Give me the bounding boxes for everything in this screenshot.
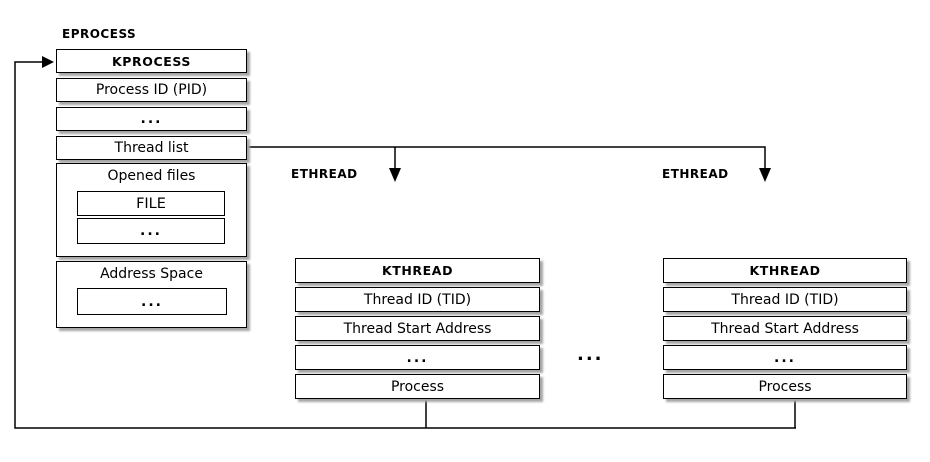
- ethread2-row-process: Process: [663, 374, 907, 399]
- eprocess-row-ellipsis: ...: [56, 107, 247, 131]
- ethread2-row-start-address: Thread Start Address: [663, 316, 907, 341]
- ethread2-row-kthread: KTHREAD: [663, 258, 907, 283]
- opened-files-title: Opened files: [107, 168, 196, 184]
- address-space-box: Address Space ...: [56, 261, 247, 328]
- arrowhead-down-right: [759, 168, 771, 182]
- eprocess-label: EPROCESS: [62, 27, 137, 41]
- address-space-title: Address Space: [100, 266, 203, 282]
- opened-files-row-file: FILE: [77, 191, 225, 216]
- arrowhead-down-middle: [389, 168, 401, 182]
- ethread1-label: ETHREAD: [291, 167, 358, 181]
- eprocess-row-pid: Process ID (PID): [56, 78, 247, 102]
- ethread2-row-tid: Thread ID (TID): [663, 287, 907, 312]
- opened-files-box: Opened files FILE ...: [56, 163, 247, 257]
- eprocess-row-kprocess: KPROCESS: [56, 49, 247, 73]
- eprocess-row-thread-list: Thread list: [56, 136, 247, 160]
- threadlist-to-ethreads-line: [247, 146, 766, 168]
- ethread2-row-ellipsis: ...: [663, 345, 907, 370]
- address-space-row-ellipsis: ...: [77, 288, 227, 315]
- ethread1-row-tid: Thread ID (TID): [295, 287, 540, 312]
- ethread1-row-kthread: KTHREAD: [295, 258, 540, 283]
- ethreads-separator-ellipsis: ...: [577, 344, 604, 365]
- ethread2-label: ETHREAD: [662, 167, 729, 181]
- ethread1-row-process: Process: [295, 374, 540, 399]
- ethread1-row-ellipsis: ...: [295, 345, 540, 370]
- opened-files-row-ellipsis: ...: [77, 218, 225, 244]
- arrowhead-right-kprocess: [42, 56, 54, 68]
- ethread1-row-start-address: Thread Start Address: [295, 316, 540, 341]
